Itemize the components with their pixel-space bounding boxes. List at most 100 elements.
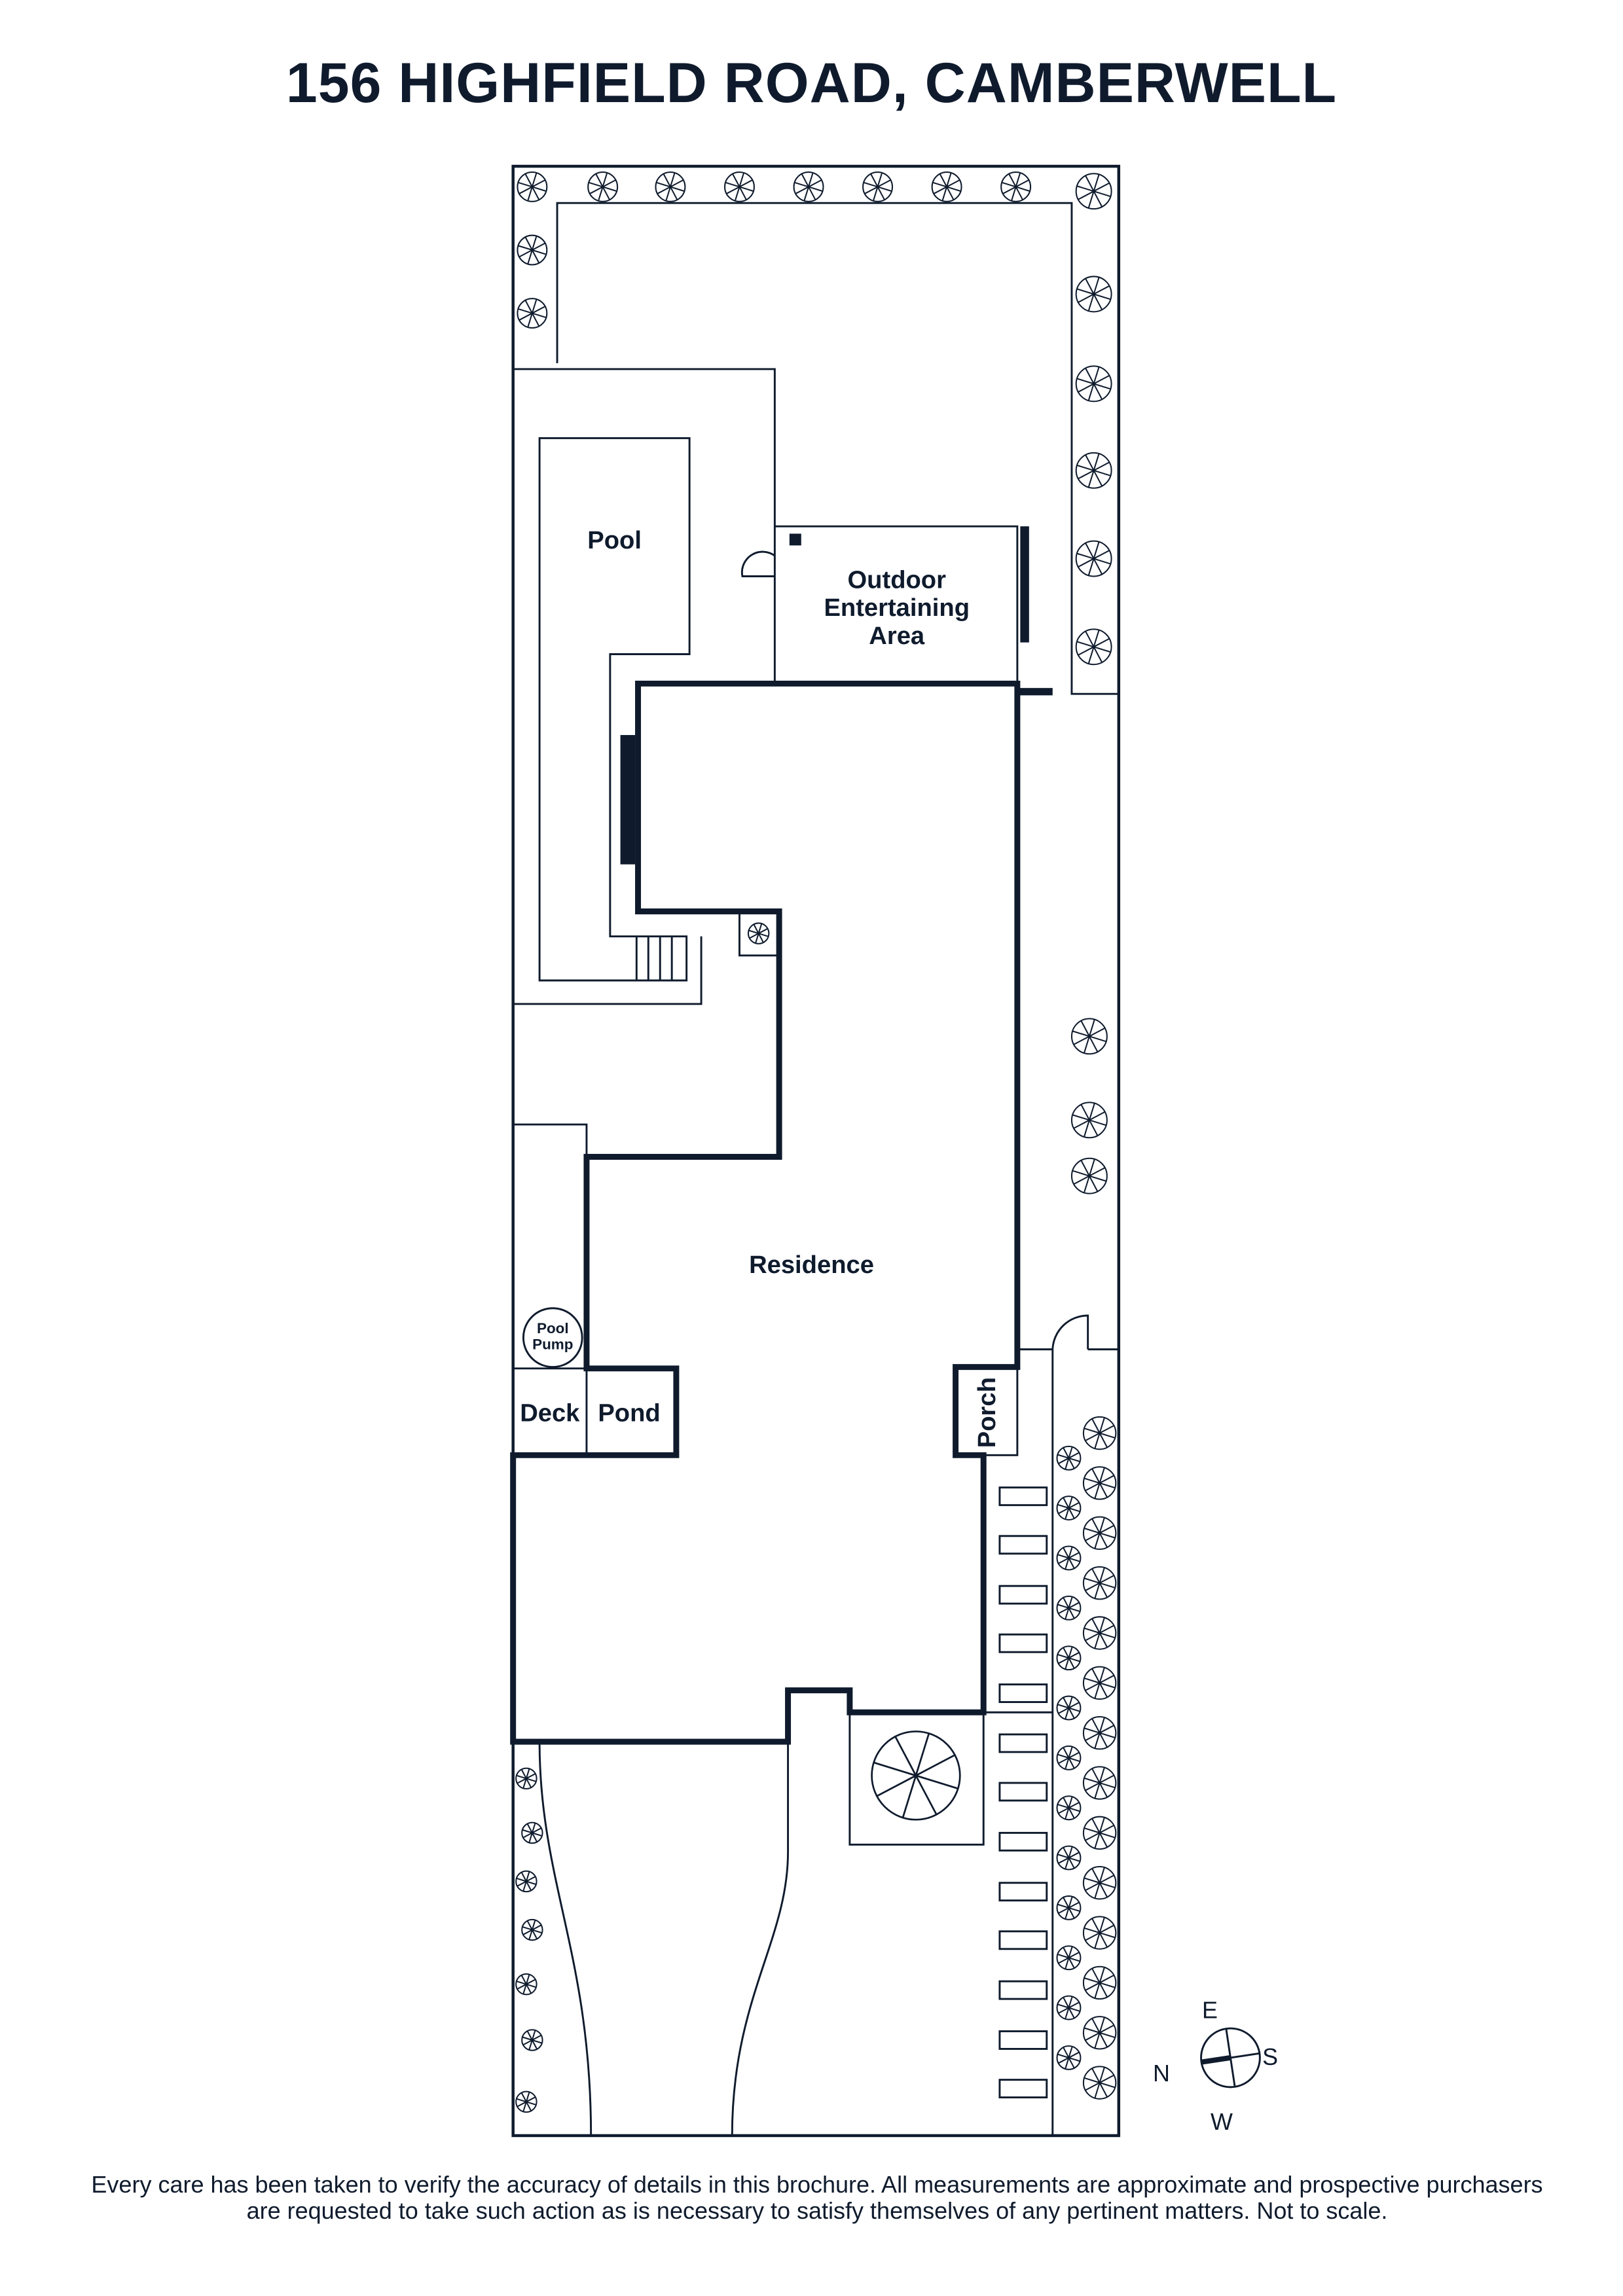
tree-icon [1082, 1616, 1117, 1650]
compass-n: N [1153, 2060, 1170, 2087]
tree-icon [1000, 171, 1032, 202]
label-entertaining: Entertaining [824, 594, 970, 622]
tree-icon [515, 2090, 538, 2113]
tree-icon [517, 298, 548, 329]
label-porch: Porch [973, 1377, 1001, 1448]
door-arc [740, 550, 776, 577]
parking-pad [998, 1633, 1048, 1653]
tree-icon [1075, 452, 1112, 489]
compass-s: S [1262, 2043, 1278, 2070]
site-boundary [511, 164, 1121, 2138]
tree-icon [1056, 1895, 1082, 1920]
tree-icon [871, 1731, 961, 1821]
parking-pad [998, 1930, 1048, 1950]
tree-icon [1070, 1157, 1108, 1194]
label-deck: Deck [520, 1399, 580, 1427]
residence-outline [510, 680, 1021, 1745]
tree-icon [1082, 2066, 1117, 2100]
parking-pad [998, 1683, 1048, 1704]
tree-icon [1056, 1496, 1082, 1521]
disclaimer: Every care has been taken to verify the … [91, 2171, 1543, 2224]
post [789, 533, 801, 546]
tree-icon [1056, 1995, 1082, 2020]
tree-icon [1056, 1695, 1082, 1721]
tree-icon [1056, 1795, 1082, 1821]
tree-icon [515, 1767, 538, 1790]
outdoor-entertaining-outline [775, 525, 1019, 684]
parking-pad [998, 1831, 1048, 1852]
tree-icon [1075, 540, 1112, 577]
tree-icon [587, 171, 619, 202]
parking-pads [998, 1486, 1048, 2099]
compass-w: W [1211, 2108, 1233, 2135]
parking-pad [998, 1733, 1048, 1753]
parking-pad [998, 1486, 1048, 1507]
tree-icon [1056, 1595, 1082, 1621]
wall-stub [1017, 688, 1053, 696]
parking-pad [998, 1980, 1048, 2000]
side-path [513, 1123, 588, 1157]
tree-icon [1082, 1766, 1117, 1800]
compass-e: E [1202, 1996, 1218, 2023]
tree-icon [1075, 628, 1112, 666]
north-arrow [1200, 2055, 1231, 2065]
tree-icon [1082, 1466, 1117, 1500]
pool-pump [522, 1307, 583, 1369]
parking-pad [998, 1535, 1048, 1555]
tree-icon [1082, 1866, 1117, 1900]
tree-icon [1075, 276, 1112, 313]
tree-icon [793, 171, 824, 202]
tree-icon [521, 1918, 543, 1941]
tree-icon [1056, 1945, 1082, 1971]
tree-icon [1056, 1845, 1082, 1871]
tree-icon [515, 1973, 538, 1996]
label-outdoor: Outdoor [848, 565, 947, 594]
tree-icon [521, 1821, 543, 1844]
tree-icon [1082, 1715, 1117, 1750]
label-pool: Pool [587, 526, 642, 554]
pool-steps [635, 936, 673, 981]
tree-icon [1075, 365, 1112, 403]
parking-pad [998, 2030, 1048, 2050]
tree-icon [1070, 1018, 1108, 1055]
tree-icon [655, 171, 686, 202]
tree-icon [1056, 1445, 1082, 1471]
garden-bed-top [556, 202, 1119, 695]
tree-icon [517, 234, 548, 266]
tree-icon [1056, 2045, 1082, 2070]
parking-pad [998, 1782, 1048, 1802]
wall-segment [620, 735, 636, 865]
driveway-left-edge [538, 1742, 593, 2136]
tree-icon [747, 922, 770, 944]
tree-icon [1056, 1545, 1082, 1571]
tree-icon [1082, 2016, 1117, 2050]
parking-pad [998, 1882, 1048, 1902]
tree-icon [1082, 1416, 1117, 1450]
gate-arc [1051, 1314, 1089, 1350]
tree-icon [724, 171, 755, 202]
pool-outline [538, 437, 691, 982]
tree-icon [1082, 1916, 1117, 1950]
tree-icon [931, 171, 962, 202]
tree-icon [1056, 1745, 1082, 1770]
tree-icon [1082, 1965, 1117, 2000]
tree-icon [521, 2029, 543, 2051]
pool-area-bottom [513, 936, 702, 1005]
tree-icon [1082, 1666, 1117, 1700]
label-pond: Pond [598, 1399, 660, 1427]
tree-icon [1082, 1516, 1117, 1551]
tree-icon [517, 171, 548, 202]
label-pool-pump-1: Pool [537, 1320, 569, 1336]
parking-pad [998, 2079, 1048, 2099]
tree-icon [1082, 1816, 1117, 1850]
page-title: 156 HIGHFIELD ROAD, CAMBERWELL [285, 52, 1338, 115]
trees [515, 171, 1117, 2113]
label-pool-pump-2: Pump [532, 1336, 573, 1353]
tree-icon [862, 171, 894, 202]
label-residence: Residence [749, 1251, 874, 1279]
wall-segment [1020, 526, 1029, 643]
label-area: Area [869, 622, 925, 650]
tree-icon [1075, 173, 1112, 210]
